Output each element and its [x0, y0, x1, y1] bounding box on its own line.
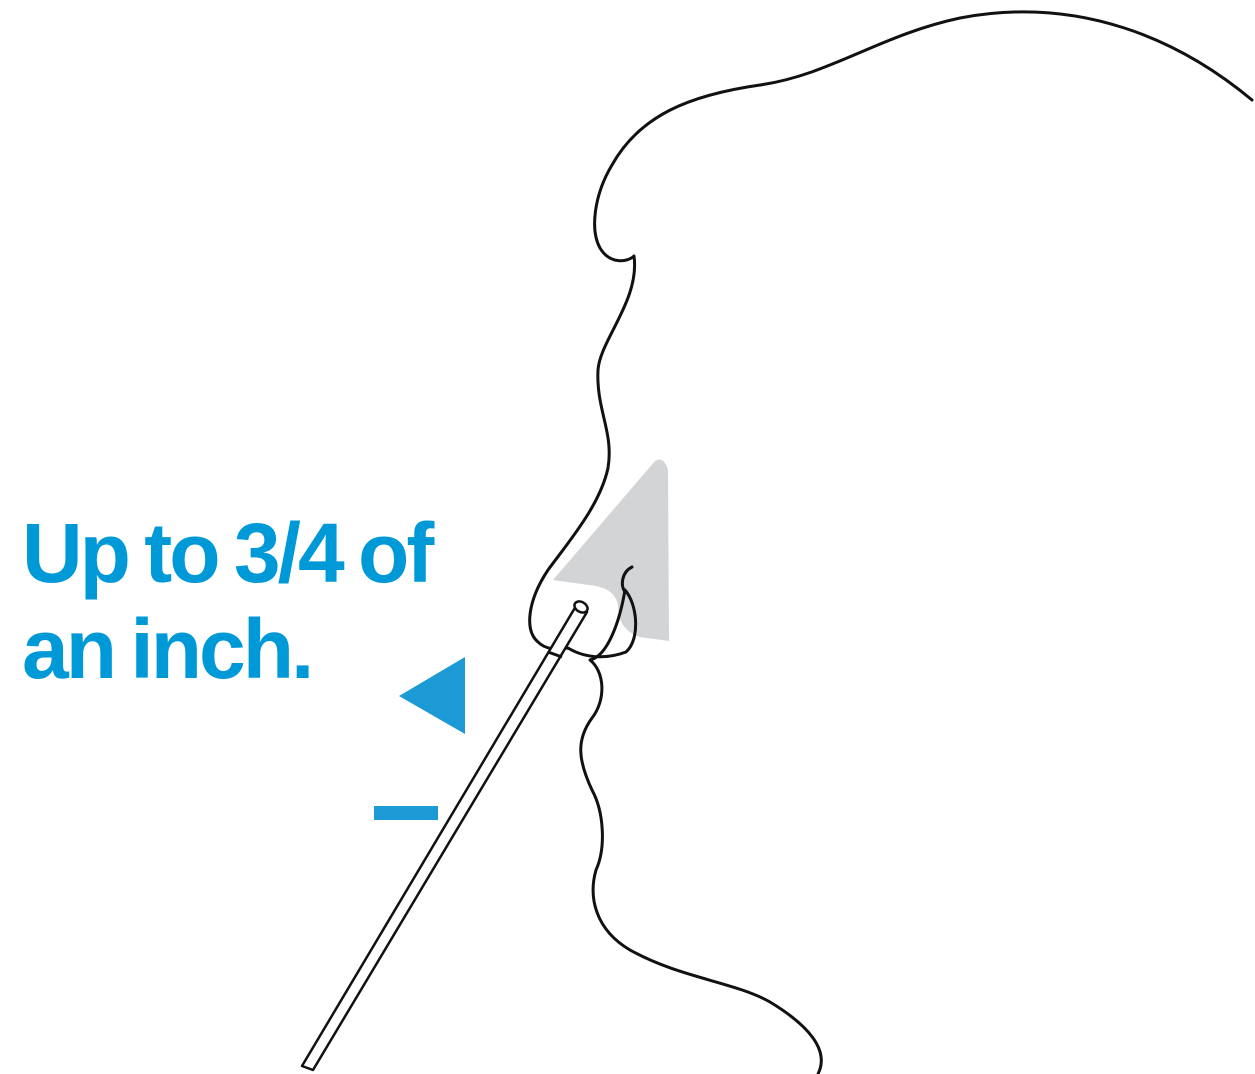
depth-caption-line-1: Up to 3/4 of: [22, 505, 502, 601]
depth-caption-line-2: an inch.: [22, 601, 502, 697]
depth-marker-icon: [374, 806, 438, 820]
depth-caption: Up to 3/4 of an inch.: [22, 505, 502, 697]
